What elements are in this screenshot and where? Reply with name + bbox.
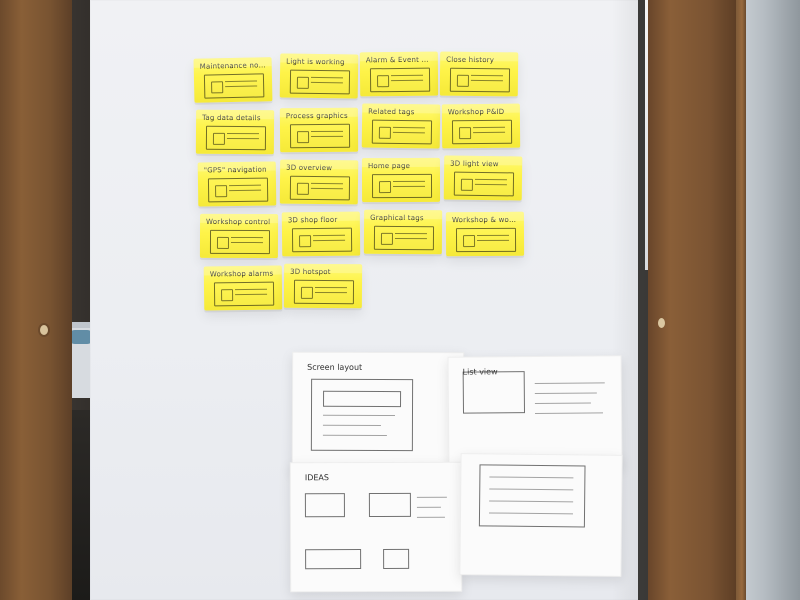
- paper-sketch-line: [534, 382, 605, 385]
- sticky-note: 3D light view: [443, 155, 523, 201]
- sticky-note-title: 3D light view: [450, 159, 499, 169]
- sticky-note-sketch: [209, 229, 271, 255]
- sticky-note-title: Home page: [367, 161, 411, 171]
- paper-wireframe: [368, 492, 411, 518]
- sticky-note-sketch: [289, 175, 351, 201]
- sticky-note: Workshop control: [199, 213, 279, 259]
- sticky-note: 3D shop floor: [281, 211, 361, 257]
- sticky-note: Light is working: [279, 53, 359, 99]
- sticky-note-sketch: [451, 119, 513, 145]
- sticky-note-title: Light is working: [286, 57, 345, 67]
- paper-sketch-line: [322, 424, 381, 427]
- sticky-note: Workshop P&ID: [441, 103, 521, 149]
- sticky-note-sketch: [449, 67, 511, 93]
- sticky-note-sketch: [203, 73, 265, 99]
- sticky-note-sketch: [291, 227, 353, 253]
- paper-wireframe: [462, 371, 526, 414]
- sticky-note-title: 3D hotspot: [290, 267, 331, 277]
- sticky-note-sketch: [293, 279, 355, 305]
- door-frame-left: [0, 0, 72, 600]
- sticky-note-sketch: [205, 125, 267, 151]
- sticky-note-sketch: [371, 119, 433, 145]
- door-knob-left: [40, 325, 48, 335]
- sticky-note-sketch: [213, 281, 275, 307]
- paper-sketch-line: [416, 496, 447, 498]
- sticky-note: Workshop alarms: [203, 265, 283, 311]
- sticky-note-title: "GPS" navigation: [203, 165, 267, 175]
- sticky-note: Close history: [439, 51, 519, 97]
- paper-sketch-line: [534, 392, 597, 395]
- sticky-note: 3D overview: [279, 159, 359, 205]
- paper-sheet-top-right: List view: [447, 355, 623, 469]
- paper-sketch-line: [322, 434, 387, 437]
- sticky-note-title: Workshop alarms: [209, 269, 274, 279]
- paper-sketch-line: [534, 402, 591, 405]
- sticky-note-sketch: [289, 69, 351, 95]
- sticky-note: Process graphics: [279, 107, 359, 153]
- sticky-note: Workshop & work area: [445, 211, 525, 257]
- paper-sheet-bottom-left: IDEAS: [289, 461, 463, 593]
- sticky-note-title: Workshop control: [206, 217, 271, 227]
- sticky-note-title: Close history: [446, 55, 495, 65]
- sticky-note-title: Alarm & Event List: [365, 55, 432, 65]
- sticky-note-sketch: [455, 227, 517, 253]
- sticky-note-sketch: [371, 173, 433, 199]
- door-frame-right: [648, 0, 736, 600]
- far-right-panel: [736, 0, 800, 600]
- sticky-note-sketch: [373, 225, 435, 251]
- paper-wireframe-panel: [323, 390, 402, 408]
- sticky-note-sketch: [453, 171, 515, 197]
- sticky-note-title: Maintenance notes: [199, 61, 266, 71]
- sticky-note-title: Related tags: [368, 107, 415, 117]
- sticky-note-sketch: [207, 177, 269, 203]
- sticky-note-title: 3D overview: [286, 163, 333, 173]
- sticky-note-title: 3D shop floor: [287, 215, 338, 225]
- sticky-note: Graphical tags: [363, 209, 443, 255]
- paper-heading: IDEAS: [304, 473, 329, 483]
- sticky-note: Tag data details: [195, 109, 275, 155]
- paper-wireframe: [383, 548, 410, 569]
- chair: [68, 330, 94, 344]
- paper-sketch-line: [416, 516, 445, 518]
- paper-wireframe: [478, 464, 586, 528]
- far-right-trim: [736, 0, 746, 600]
- sticky-note-title: Graphical tags: [370, 213, 424, 223]
- sticky-note-title: Workshop P&ID: [447, 107, 505, 117]
- paper-sketch-line: [535, 412, 604, 414]
- sticky-note: Related tags: [361, 103, 441, 149]
- sticky-note: Alarm & Event List: [359, 51, 439, 97]
- sticky-note: 3D hotspot: [283, 263, 363, 309]
- sticky-note-title: Tag data details: [202, 113, 261, 123]
- sticky-note: "GPS" navigation: [197, 161, 277, 207]
- paper-sketch-line: [416, 506, 441, 508]
- door-knob-right: [658, 318, 665, 328]
- paper-sheet-bottom-right: [459, 453, 623, 577]
- paper-sheet-top-left: Screen layout: [291, 351, 465, 473]
- paper-wireframe: [305, 549, 362, 570]
- sticky-note-title: Workshop & work area: [451, 215, 518, 225]
- sticky-note: Maintenance notes: [193, 57, 273, 103]
- sticky-note-title: Process graphics: [285, 111, 348, 121]
- sticky-note-sketch: [369, 67, 431, 93]
- sticky-note-sketch: [289, 123, 351, 149]
- sticky-note: Home page: [361, 157, 441, 203]
- paper-heading: Screen layout: [307, 362, 363, 372]
- paper-wireframe: [304, 493, 345, 518]
